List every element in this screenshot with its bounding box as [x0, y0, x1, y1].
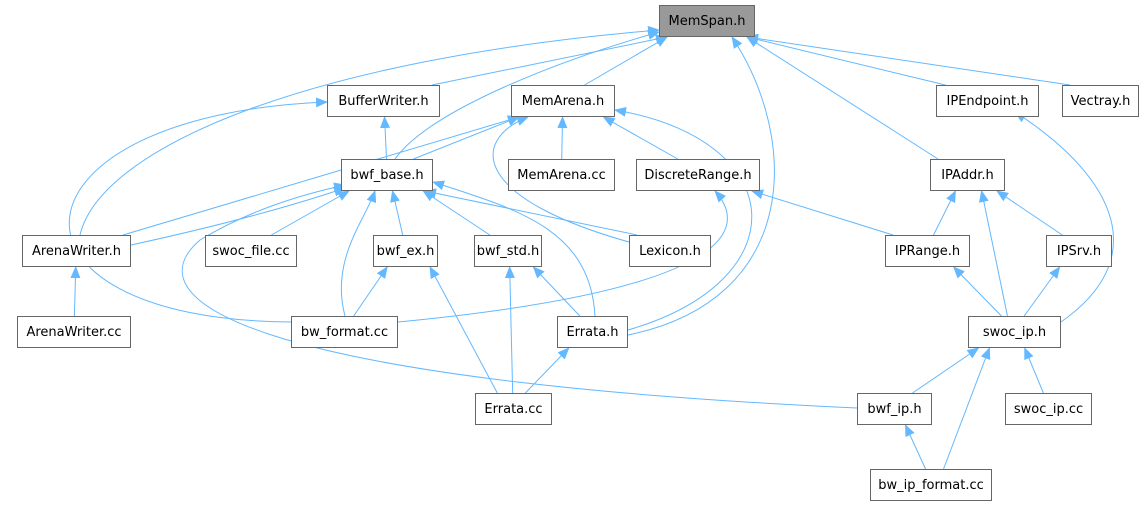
edge-ipaddr-to-memspan	[746, 36, 939, 160]
edge-bwfip-to-swocip	[912, 347, 980, 394]
node-arenawritercc[interactable]: ArenaWriter.cc	[17, 316, 131, 348]
edge-bufferwriter-to-memspan	[431, 34, 668, 86]
edge-bwformat-to-bufferwriter	[68, 97, 328, 323]
node-bwfex[interactable]: bwf_ex.h	[373, 235, 438, 267]
node-erratacc[interactable]: Errata.cc	[475, 393, 552, 425]
node-bwipformat[interactable]: bw_ip_format.cc	[870, 469, 992, 501]
node-bwfip[interactable]: bwf_ip.h	[857, 393, 932, 425]
node-bwfbase[interactable]: bwf_base.h	[341, 159, 433, 191]
node-arenawriter[interactable]: ArenaWriter.h	[22, 235, 131, 267]
edge-bwfbase-to-bufferwriter	[380, 116, 391, 160]
edge-bwipformat-to-bwfip	[904, 424, 926, 470]
node-memspan[interactable]: MemSpan.h	[659, 5, 755, 37]
edge-erratacc-to-bwfstd	[504, 266, 515, 394]
edge-swocip-to-ipendpoint	[1014, 111, 1114, 323]
node-bufferwriter[interactable]: BufferWriter.h	[327, 85, 440, 117]
edge-bwformat-to-bwfbase	[340, 190, 377, 317]
edge-swocfile-to-bwfbase	[271, 190, 350, 236]
edge-arenawriter-to-memarena	[122, 115, 520, 236]
edge-memarena-to-memspan	[584, 36, 668, 86]
edge-ipendpoint-to-memspan	[746, 34, 946, 86]
edge-bwipformat-to-swocip	[943, 347, 991, 470]
node-memarenacc[interactable]: MemArena.cc	[508, 159, 615, 191]
node-erratah[interactable]: Errata.h	[557, 316, 628, 348]
edge-bwfip-to-bwfbase	[181, 182, 858, 409]
edge-discreterange-to-memarena	[602, 116, 678, 160]
node-ipendpoint[interactable]: IPEndpoint.h	[936, 85, 1039, 117]
edge-erratah-to-bwfstd	[532, 266, 581, 317]
node-ipsrv[interactable]: IPSrv.h	[1046, 235, 1112, 267]
node-vectray[interactable]: Vectray.h	[1062, 85, 1139, 117]
node-lexicon[interactable]: Lexicon.h	[629, 235, 711, 267]
node-discreterange[interactable]: DiscreteRange.h	[636, 159, 760, 191]
edge-swocip-to-iprange	[952, 266, 1002, 317]
edge-bwfex-to-bwfbase	[390, 190, 404, 236]
edge-memarenacc-to-memarena	[557, 116, 568, 160]
edge-arenawritercc-to-arenawriter	[70, 266, 81, 317]
edge-swocip-to-ipsrv	[1023, 266, 1061, 317]
edge-erratah-to-memarena	[614, 106, 753, 331]
edge-lexicon-to-memarena	[492, 116, 641, 246]
node-swocipcc[interactable]: swoc_ip.cc	[1005, 393, 1092, 425]
edge-swocipcc-to-swocip	[1024, 347, 1044, 394]
node-bwformat[interactable]: bw_format.cc	[291, 316, 398, 348]
edge-erratah-to-bwfbase	[432, 180, 596, 317]
edge-bwformat-to-bwfex	[353, 266, 388, 317]
node-swocfile[interactable]: swoc_file.cc	[205, 235, 297, 267]
edge-lexicon-to-bwfbase	[424, 188, 638, 236]
node-memarena[interactable]: MemArena.h	[511, 85, 615, 117]
edge-bwfbase-to-memspan	[394, 30, 660, 160]
edge-ipsrv-to-ipaddr	[996, 190, 1063, 236]
node-bwfstd[interactable]: bwf_std.h	[474, 235, 542, 267]
edge-erratacc-to-bwfex	[429, 266, 498, 394]
node-swocip[interactable]: swoc_ip.h	[968, 316, 1061, 348]
edge-bwfbase-to-memarena	[413, 116, 520, 160]
edge-erratacc-to-erratah	[524, 347, 570, 394]
edge-vectray-to-memspan	[746, 33, 1071, 86]
edge-iprange-to-ipaddr	[933, 190, 956, 236]
edge-erratah-to-memspan	[627, 36, 775, 336]
edge-bwfstd-to-bwfbase	[422, 190, 491, 236]
edge-iprange-to-discreterange	[751, 189, 894, 236]
node-ipaddr[interactable]: IPAddr.h	[930, 159, 1005, 191]
edge-arenawriter-to-memspan	[79, 25, 660, 236]
node-iprange[interactable]: IPRange.h	[885, 235, 970, 267]
edge-swocip-to-ipaddr	[978, 190, 1008, 317]
